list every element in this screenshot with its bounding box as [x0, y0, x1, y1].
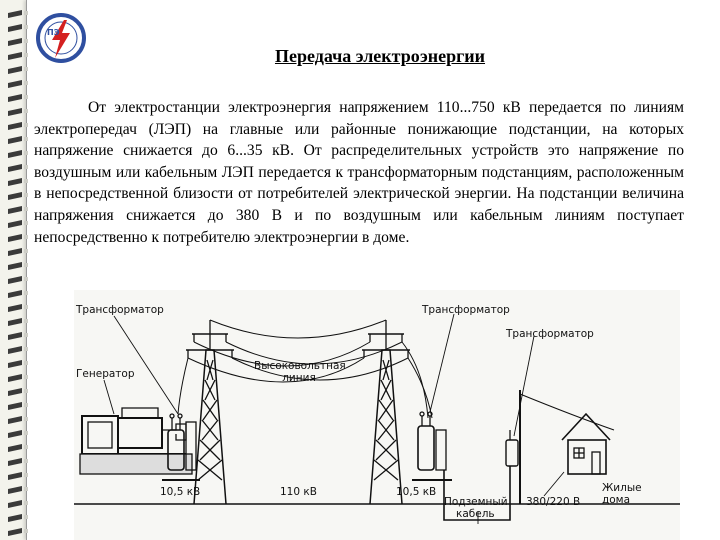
- spiral-ring: [8, 234, 28, 242]
- transformer-right-icon: [505, 390, 615, 504]
- spiral-ring: [8, 444, 28, 452]
- spiral-ring: [8, 178, 28, 186]
- label-transformer-mid: Трансформатор: [422, 304, 510, 316]
- body-paragraph: От электростанции электроэнергия напряже…: [34, 99, 684, 246]
- spiral-ring: [8, 318, 28, 326]
- power-engineering-logo-icon: ПЭ: [36, 13, 86, 63]
- spiral-ring: [8, 220, 28, 228]
- spiral-ring: [8, 304, 28, 312]
- label-transformer-left: Трансформатор: [76, 304, 164, 316]
- spiral-ring: [8, 206, 28, 214]
- spiral-ring: [8, 388, 28, 396]
- spiral-ring: [8, 248, 28, 256]
- spiral-ring: [8, 24, 28, 32]
- logo-text: ПЭ: [47, 28, 60, 37]
- spiral-ring: [8, 416, 28, 424]
- label-voltage-110: 110 кВ: [280, 486, 317, 498]
- slide-title: Передача электроэнергии: [274, 46, 486, 66]
- transformer-left-icon: [162, 413, 200, 481]
- spiral-ring: [8, 514, 28, 522]
- generator-icon: [79, 407, 193, 475]
- spiral-ring: [8, 458, 28, 466]
- spiral-ring: [8, 38, 28, 46]
- spiral-ring: [8, 136, 28, 144]
- spiral-ring: [8, 10, 28, 18]
- spiral-ring: [8, 528, 28, 536]
- spiral-ring: [8, 122, 28, 130]
- spiral-ring: [8, 164, 28, 172]
- house-icon: [561, 412, 611, 475]
- label-hv-line-1: Высоковольтная: [254, 360, 346, 372]
- transmission-tower-left: [186, 320, 234, 505]
- spiral-ring: [8, 150, 28, 158]
- label-generator: Генератор: [76, 368, 135, 380]
- notebook-spiral-binding: [8, 10, 28, 536]
- spiral-ring: [8, 500, 28, 508]
- transformer-mid-icon: [412, 411, 452, 481]
- label-cable-2: кабель: [456, 508, 495, 520]
- spiral-ring: [8, 192, 28, 200]
- spiral-ring: [8, 346, 28, 354]
- label-cable-1: Подземный: [444, 496, 508, 508]
- spiral-ring: [8, 472, 28, 480]
- spiral-ring: [8, 290, 28, 298]
- label-voltage-380-220: 380/220 В: [526, 496, 581, 508]
- label-voltage-10-5-left: 10,5 кВ: [160, 486, 201, 498]
- label-houses-2: дома: [602, 494, 631, 506]
- spiral-ring: [8, 66, 28, 74]
- spiral-ring: [8, 486, 28, 494]
- transmission-tower-right: [362, 320, 410, 505]
- spiral-ring: [8, 332, 28, 340]
- label-hv-line-2: линия: [282, 372, 316, 384]
- spiral-ring: [8, 402, 28, 410]
- label-voltage-10-5-right: 10,5 кВ: [396, 486, 437, 498]
- label-houses-1: Жилые: [602, 482, 642, 494]
- spiral-ring: [8, 374, 28, 382]
- spiral-ring: [8, 276, 28, 284]
- spiral-ring: [8, 80, 28, 88]
- spiral-ring: [8, 52, 28, 60]
- label-transformer-right: Трансформатор: [506, 328, 594, 340]
- spiral-ring: [8, 262, 28, 270]
- spiral-ring: [8, 108, 28, 116]
- spiral-ring: [8, 430, 28, 438]
- spiral-ring: [8, 94, 28, 102]
- spiral-ring: [8, 360, 28, 368]
- underground-cable: [443, 466, 511, 524]
- power-transmission-diagram: Трансформатор Трансформатор Трансформато…: [74, 290, 680, 540]
